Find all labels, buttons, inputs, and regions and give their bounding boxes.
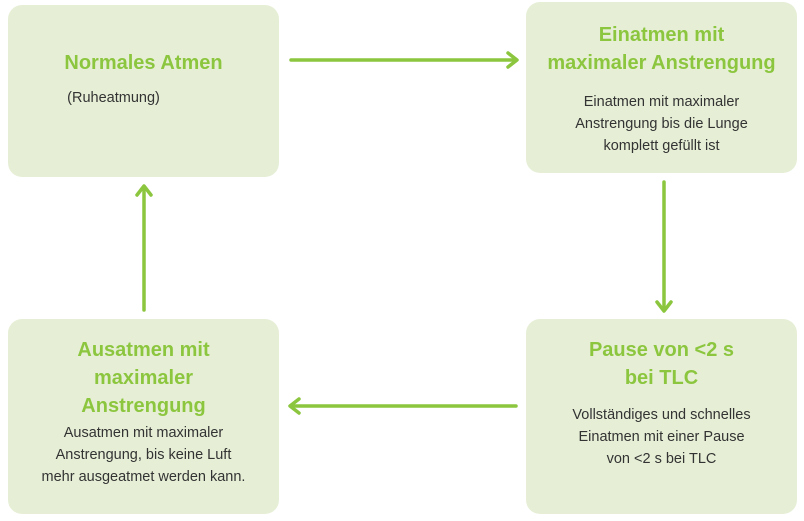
node-title: Normales Atmen — [64, 52, 223, 74]
node-description-line: Einatmen mit maximaler — [583, 94, 740, 110]
node-description-line: Vollständiges und schnelles — [572, 407, 751, 423]
node-pause-tlc: Pause von <2 s bei TLC Vollständiges und… — [526, 319, 797, 514]
node-title-line: Pause von <2 s — [588, 339, 735, 361]
node-title-line: Einatmen mit — [598, 24, 725, 46]
node-description: Ausatmen mit maximaler Anstrengung, bis … — [8, 422, 279, 488]
node-description-line: komplett gefüllt ist — [603, 138, 720, 154]
node-title: Ausatmen mit maximaler Anstrengung — [8, 336, 279, 420]
node-title: Pause von <2 s bei TLC — [526, 336, 797, 392]
node-description-line: mehr ausgeatmet werden kann. — [41, 469, 246, 485]
node-description-line: Anstrengung, bis keine Luft — [55, 447, 232, 463]
node-description: Einatmen mit maximaler Anstrengung bis d… — [526, 91, 797, 157]
node-description: Vollständiges und schnelles Einatmen mit… — [526, 404, 797, 470]
node-description-line: von <2 s bei TLC — [606, 451, 717, 467]
node-title-line: Anstrengung — [81, 395, 206, 417]
arrow-normal-to-inhale — [289, 51, 519, 69]
node-subtitle: (Ruheatmung) — [67, 90, 160, 106]
node-title-line: bei TLC — [624, 367, 699, 389]
node-title: Einatmen mit maximaler Anstrengung — [526, 21, 797, 77]
node-description-line: Ausatmen mit maximaler — [63, 425, 224, 441]
node-title-line: maximaler Anstrengung — [547, 52, 776, 74]
node-description-line: Anstrengung bis die Lunge — [575, 116, 748, 132]
node-title-line: Ausatmen mit — [77, 339, 210, 361]
node-max-exhale: Ausatmen mit maximaler Anstrengung Ausat… — [8, 319, 279, 514]
node-description-line: Einatmen mit einer Pause — [578, 429, 745, 445]
node-title-line: maximaler — [94, 367, 193, 389]
node-max-inhale: Einatmen mit maximaler Anstrengung Einat… — [526, 2, 797, 173]
arrow-pause-to-exhale — [288, 397, 518, 415]
node-normal-breathing: Normales Atmen (Ruheatmung) — [8, 5, 279, 177]
arrow-inhale-to-pause — [655, 180, 673, 313]
arrow-exhale-to-normal — [135, 184, 153, 312]
